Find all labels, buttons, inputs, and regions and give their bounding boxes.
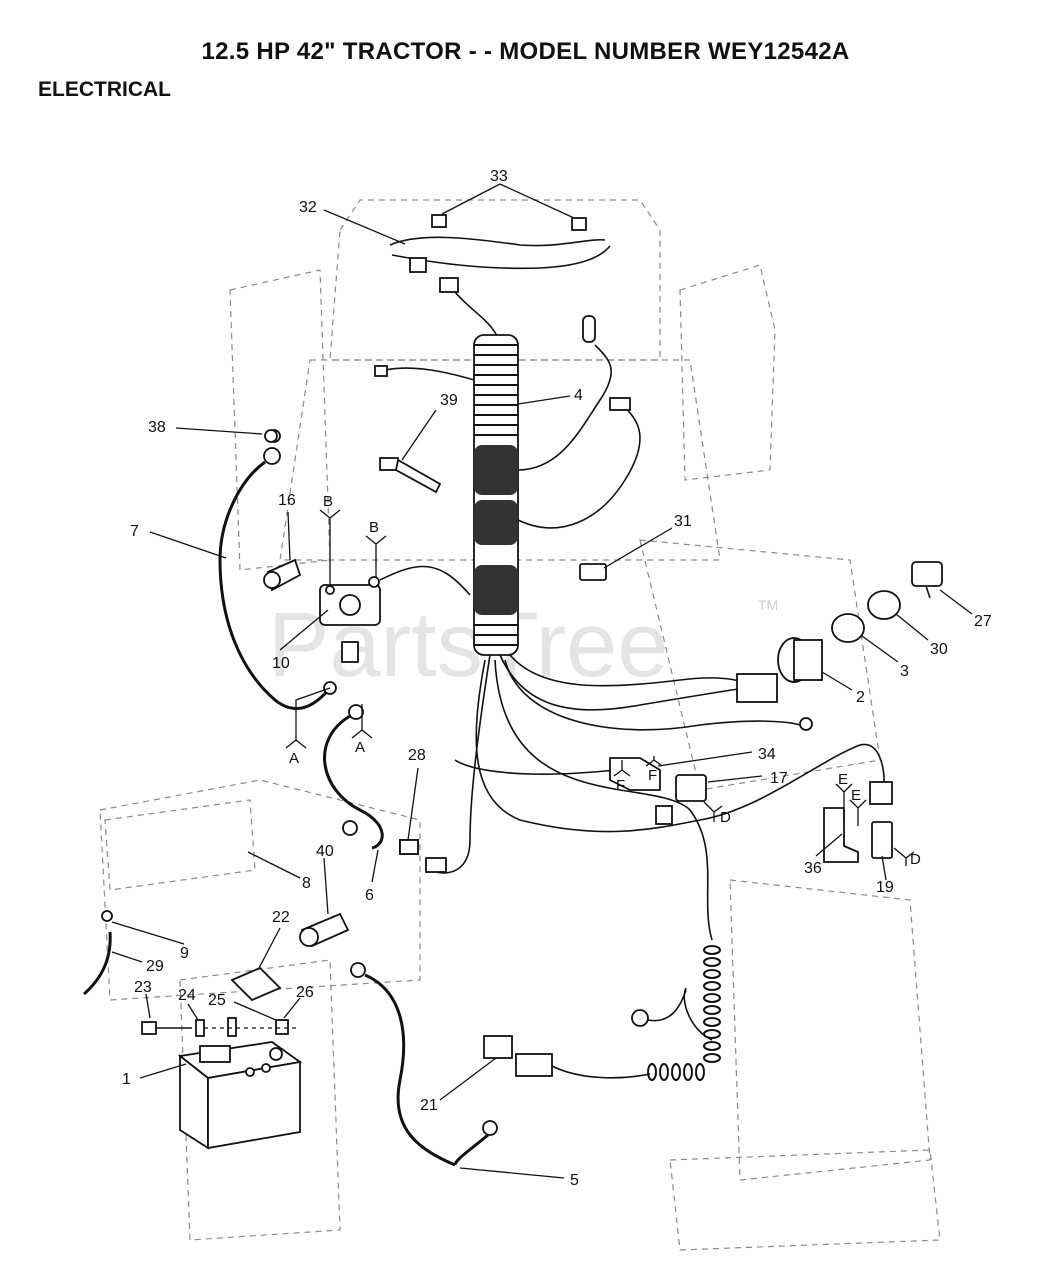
callout-5: 5 bbox=[570, 1172, 579, 1189]
page-title: 12.5 HP 42" TRACTOR - - MODEL NUMBER WEY… bbox=[201, 38, 850, 65]
battery-tray-8 bbox=[104, 799, 256, 891]
callout-16: 16 bbox=[278, 492, 296, 509]
callout-19: 19 bbox=[876, 879, 894, 896]
callout-36: 36 bbox=[804, 860, 822, 877]
callout-28: 28 bbox=[408, 747, 426, 764]
callout-38: 38 bbox=[148, 419, 166, 436]
switch-21 bbox=[483, 945, 721, 1081]
callout-27: 27 bbox=[974, 613, 992, 630]
svg-text:A: A bbox=[289, 750, 299, 767]
leader-lines bbox=[111, 183, 973, 1179]
callout-26: 26 bbox=[296, 984, 314, 1001]
solenoid-10 bbox=[319, 565, 471, 663]
callout-24: 24 bbox=[178, 987, 196, 1004]
ignition-connector bbox=[736, 673, 778, 703]
callout-9: 9 bbox=[180, 945, 189, 962]
nut-3 bbox=[831, 613, 865, 643]
switch-31 bbox=[579, 563, 607, 581]
ref-marker-a-left: A bbox=[285, 687, 331, 767]
callout-17: 17 bbox=[770, 770, 788, 787]
cover-22 bbox=[230, 966, 282, 1002]
washer-24 bbox=[195, 1019, 205, 1037]
callout-32: 32 bbox=[299, 199, 317, 216]
callout-22: 22 bbox=[272, 909, 290, 926]
tractor-ghost-outline bbox=[99, 199, 941, 1251]
switch-17 bbox=[655, 774, 707, 825]
key-27 bbox=[911, 561, 943, 599]
ref-marker-b-left: B bbox=[319, 493, 341, 584]
svg-text:D: D bbox=[720, 809, 731, 826]
ref-marker-a-right: A bbox=[351, 704, 373, 756]
callout-30: 30 bbox=[930, 641, 948, 658]
bolt-23 bbox=[141, 1021, 192, 1035]
svg-text:F: F bbox=[616, 777, 625, 794]
callout-2: 2 bbox=[856, 689, 865, 706]
callout-33: 33 bbox=[490, 168, 508, 185]
headlight-harness bbox=[389, 214, 611, 339]
washer-38 bbox=[264, 429, 278, 443]
ref-marker-b-right: B bbox=[365, 519, 387, 578]
callout-21: 21 bbox=[420, 1097, 438, 1114]
callout-4: 4 bbox=[574, 387, 583, 404]
callout-25: 25 bbox=[208, 992, 226, 1009]
ignition-switch-2 bbox=[777, 637, 823, 683]
cable-5 bbox=[350, 962, 498, 1167]
callout-23: 23 bbox=[134, 979, 152, 996]
washer-25 bbox=[227, 1017, 237, 1037]
svg-text:D: D bbox=[910, 851, 921, 868]
ref-marker-e-right: E bbox=[849, 787, 867, 826]
vent-hose-29 bbox=[83, 910, 113, 996]
callout-6: 6 bbox=[365, 887, 374, 904]
seat-switch-connector bbox=[869, 781, 893, 805]
svg-text:E: E bbox=[851, 787, 861, 804]
battery-cable-6 bbox=[323, 704, 384, 850]
callout-7: 7 bbox=[130, 523, 139, 540]
boot-16 bbox=[263, 558, 302, 592]
connector-28 bbox=[399, 839, 419, 855]
headlight-bulb-left bbox=[431, 214, 447, 228]
svg-text:E: E bbox=[838, 771, 848, 788]
battery-1 bbox=[177, 1041, 303, 1150]
switch-19 bbox=[871, 821, 893, 859]
svg-text:B: B bbox=[369, 519, 379, 536]
callout-3: 3 bbox=[900, 663, 909, 680]
callout-10: 10 bbox=[272, 655, 290, 672]
nut-26 bbox=[275, 1019, 289, 1035]
ref-marker-f-right: F bbox=[645, 756, 663, 784]
svg-text:B: B bbox=[323, 493, 333, 510]
main-harness-conduit bbox=[374, 315, 641, 656]
callout-8: 8 bbox=[302, 875, 311, 892]
ref-marker-d-19: D bbox=[893, 847, 921, 868]
callout-29: 29 bbox=[146, 958, 164, 975]
watermark-trademark: TM bbox=[758, 597, 778, 613]
callout-1: 1 bbox=[122, 1071, 131, 1088]
headlight-bulb-right bbox=[571, 217, 587, 231]
boot-40 bbox=[299, 912, 350, 948]
callout-39: 39 bbox=[440, 392, 458, 409]
part-callouts: 33 32 4 39 38 7 16 10 31 27 30 3 2 34 17… bbox=[122, 168, 992, 1189]
callout-31: 31 bbox=[674, 513, 692, 530]
svg-text:A: A bbox=[355, 739, 365, 756]
callout-40: 40 bbox=[316, 843, 334, 860]
bezel-30 bbox=[867, 590, 901, 620]
svg-text:F: F bbox=[648, 767, 657, 784]
lower-harness-wires bbox=[399, 654, 893, 941]
ref-marker-d-17: D bbox=[703, 801, 731, 826]
section-title: ELECTRICAL bbox=[38, 78, 171, 101]
ref-marker-f-left: F bbox=[613, 760, 631, 794]
callout-34: 34 bbox=[758, 746, 776, 763]
fuse-39 bbox=[379, 457, 442, 494]
ref-marker-e-left: E bbox=[835, 771, 853, 820]
